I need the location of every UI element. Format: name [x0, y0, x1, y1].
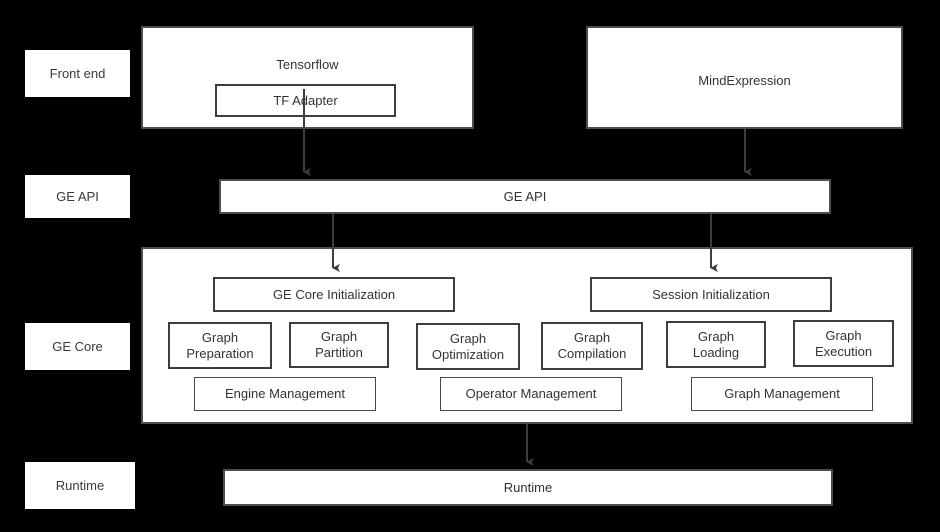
graph-compilation-label-line1: Graph: [573, 330, 611, 346]
layer-label-runtime-text: Runtime: [55, 477, 105, 493]
graph-preparation-label-line1: Graph: [201, 329, 239, 345]
graph-management-label: Graph Management: [724, 386, 840, 402]
tensorflow-panel-title: Tensorflow: [276, 57, 339, 72]
engine-management-label: Engine Management: [225, 386, 345, 402]
tf-adapter-label: TF Adapter: [273, 92, 338, 108]
runtime-bar[interactable]: Runtime: [223, 469, 833, 506]
graph-partition-label-line2: Partition: [315, 345, 363, 360]
tensorflow-panel: Tensorflow TF Adapter: [141, 26, 474, 129]
graph-optimization-node[interactable]: Graph Optimization: [416, 323, 520, 370]
operator-management-node[interactable]: Operator Management: [440, 377, 622, 411]
graph-partition-label-line1: Graph: [320, 329, 358, 345]
mindexpression-panel-title: MindExpression: [698, 73, 791, 88]
ge-core-initialization-label: GE Core Initialization: [272, 286, 396, 302]
graph-optimization-label-line2: Optimization: [431, 346, 505, 362]
session-initialization-node[interactable]: Session Initialization: [590, 277, 832, 312]
mindexpression-panel: MindExpression: [586, 26, 903, 129]
graph-management-node[interactable]: Graph Management: [691, 377, 873, 411]
ge-api-bar-label: GE API: [503, 188, 547, 204]
session-initialization-label: Session Initialization: [652, 286, 770, 302]
graph-loading-node[interactable]: Graph Loading: [666, 321, 766, 368]
graph-compilation-node[interactable]: Graph Compilation: [541, 322, 643, 370]
graph-optimization-label-line1: Graph: [449, 330, 487, 346]
graph-compilation-label-line2: Compilation: [557, 346, 627, 361]
ge-core-initialization-node[interactable]: GE Core Initialization: [213, 277, 455, 312]
layer-label-front-end: Front end: [25, 50, 130, 97]
layer-label-front-end-text: Front end: [49, 65, 106, 81]
graph-execution-label-line1: Graph: [825, 327, 862, 343]
graph-execution-label-line2: Execution: [814, 343, 873, 359]
graph-partition-node[interactable]: Graph Partition: [289, 322, 389, 368]
ge-core-panel: GE Core Initialization Session Initializ…: [141, 247, 913, 424]
engine-management-node[interactable]: Engine Management: [194, 377, 376, 411]
graph-preparation-node[interactable]: Graph Preparation: [168, 322, 272, 369]
tf-adapter-node[interactable]: TF Adapter: [215, 84, 396, 117]
runtime-bar-label: Runtime: [503, 479, 553, 495]
ge-api-bar[interactable]: GE API: [219, 179, 831, 214]
layer-label-runtime: Runtime: [25, 462, 135, 509]
layer-label-ge-api: GE API: [25, 175, 130, 218]
layer-label-ge-core: GE Core: [25, 323, 130, 370]
operator-management-label: Operator Management: [465, 386, 597, 402]
graph-execution-node[interactable]: Graph Execution: [793, 320, 894, 367]
graph-loading-label-line2: Loading: [692, 344, 740, 360]
graph-loading-label-line1: Graph: [697, 328, 735, 344]
graph-preparation-label-line2: Preparation: [186, 345, 254, 361]
layer-label-ge-core-text: GE Core: [52, 338, 103, 354]
layer-label-ge-api-text: GE API: [56, 188, 99, 204]
